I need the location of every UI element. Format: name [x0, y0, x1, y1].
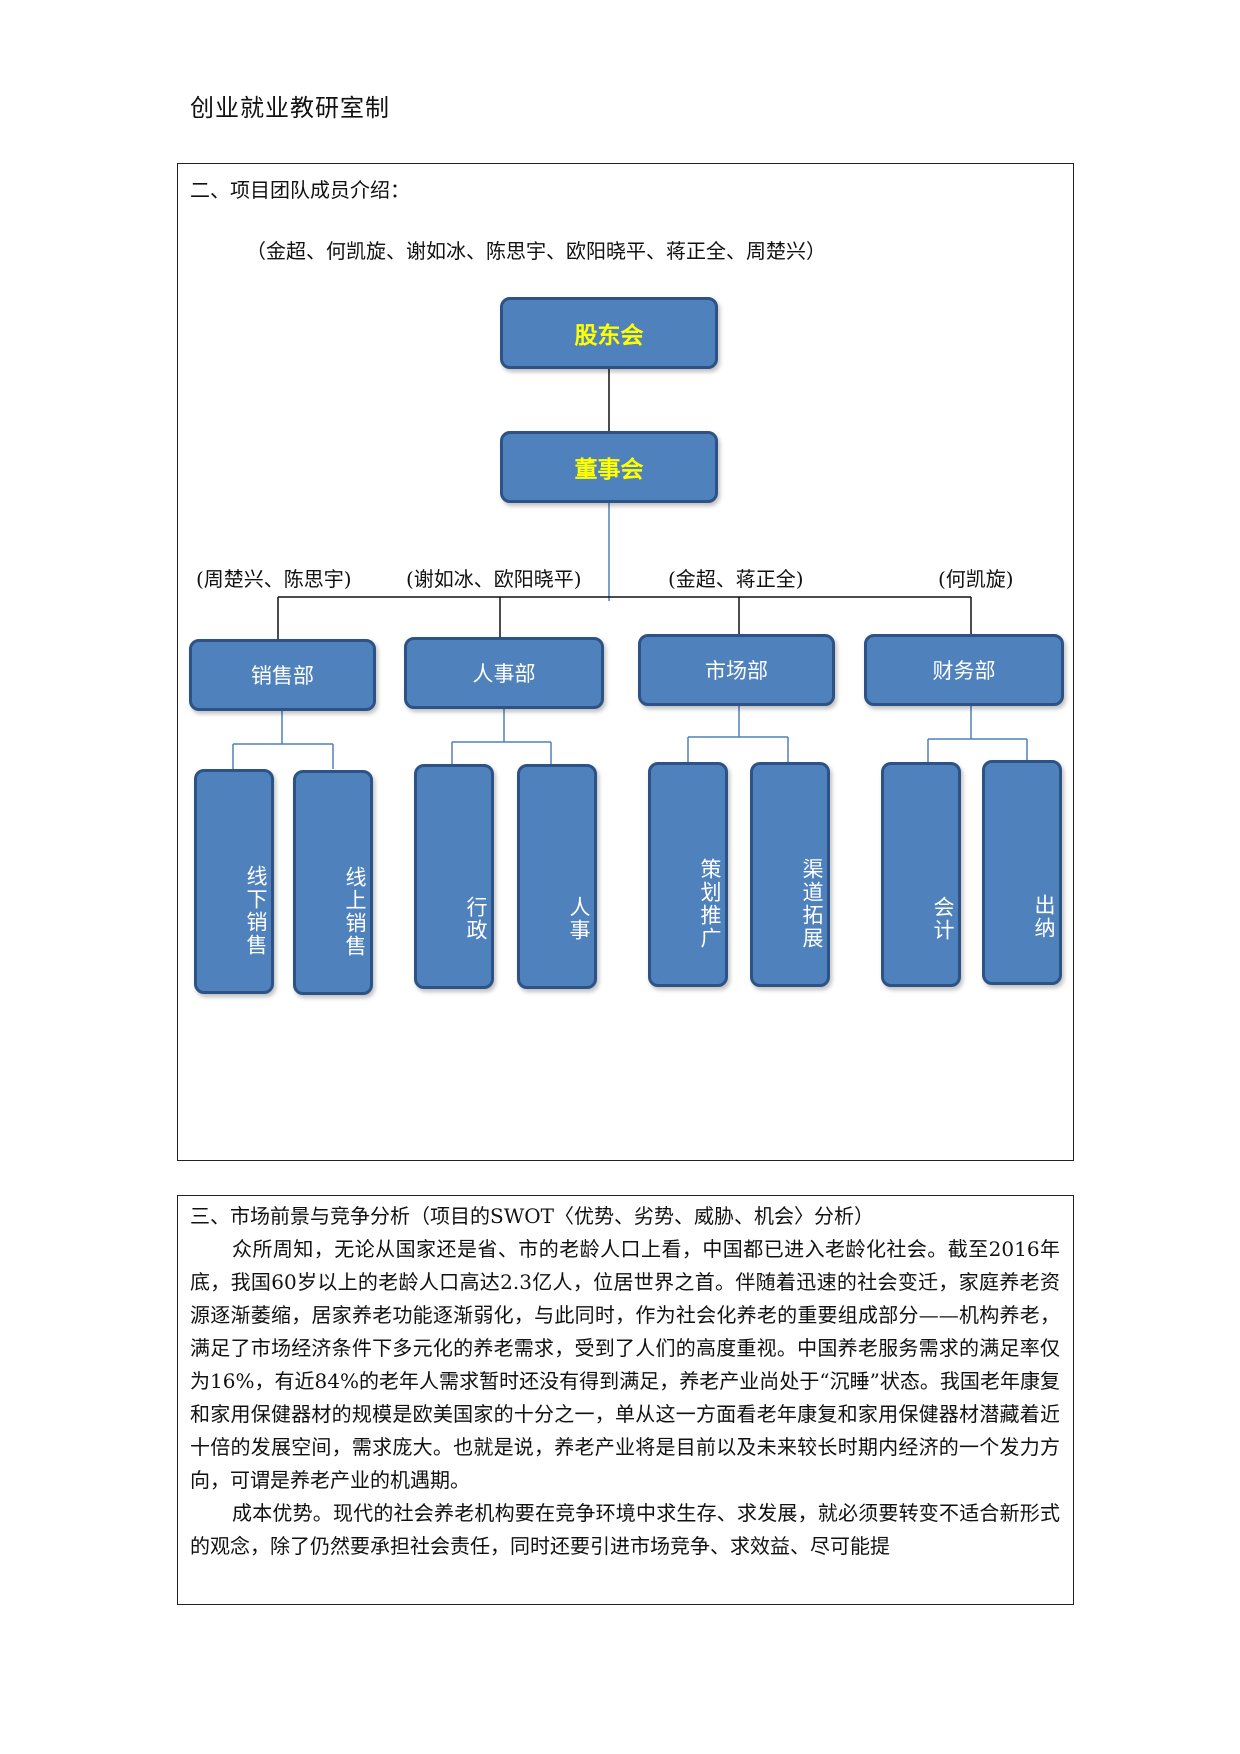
org-node-channels: 渠道拓展 — [750, 762, 830, 987]
dept-members-label: (周楚兴、陈思宇) — [196, 567, 352, 591]
section-title: 三、市场前景与竞争分析（项目的SWOT〈优势、劣势、威胁、机会〉分析） — [190, 1204, 874, 1228]
paragraph: 众所周知，无论从国家还是省、市的老龄人口上看，中国都已进入老龄化社会。截至201… — [190, 1237, 1060, 1492]
org-node-board: 董事会 — [500, 431, 718, 503]
org-node-shareholders: 股东会 — [500, 297, 718, 369]
org-chart: 股东会 董事会 (周楚兴、陈思宇) (谢如冰、欧阳晓平) (金超、蒋正全) (何… — [178, 164, 1075, 1162]
org-connectors — [232, 361, 1028, 769]
org-node-planning: 策划推广 — [648, 762, 728, 987]
org-node-marketing: 市场部 — [638, 634, 835, 706]
team-section: 二、项目团队成员介绍： （金超、何凯旋、谢如冰、陈思宇、欧阳晓平、蒋正全、周楚兴… — [177, 163, 1074, 1161]
org-node-accounting: 会计 — [881, 762, 961, 987]
paragraph: 成本优势。现代的社会养老机构要在竞争环境中求生存、求发展，就必须要转变不适合新形… — [190, 1501, 1060, 1558]
org-node-online-sales: 线上销售 — [293, 770, 373, 995]
org-node-cashier: 出纳 — [982, 760, 1062, 985]
dept-members-label: (金超、蒋正全) — [668, 567, 804, 591]
org-node-hr: 人事部 — [404, 637, 604, 709]
org-node-admin: 行政 — [414, 764, 494, 989]
section-title: 二、项目团队成员介绍： — [190, 178, 410, 202]
dept-members-label: (谢如冰、欧阳晓平) — [406, 567, 582, 591]
dept-members-label: (何凯旋) — [938, 567, 1014, 591]
team-members: （金超、何凯旋、谢如冰、陈思宇、欧阳晓平、蒋正全、周楚兴） — [246, 239, 826, 263]
org-node-finance: 财务部 — [864, 634, 1064, 706]
market-analysis-section: 三、市场前景与竞争分析（项目的SWOT〈优势、劣势、威胁、机会〉分析） 众所周知… — [177, 1195, 1074, 1605]
page-header: 创业就业教研室制 — [190, 94, 390, 122]
org-node-offline-sales: 线下销售 — [194, 769, 274, 994]
org-node-personnel: 人事 — [517, 764, 597, 989]
org-node-sales: 销售部 — [189, 639, 376, 711]
